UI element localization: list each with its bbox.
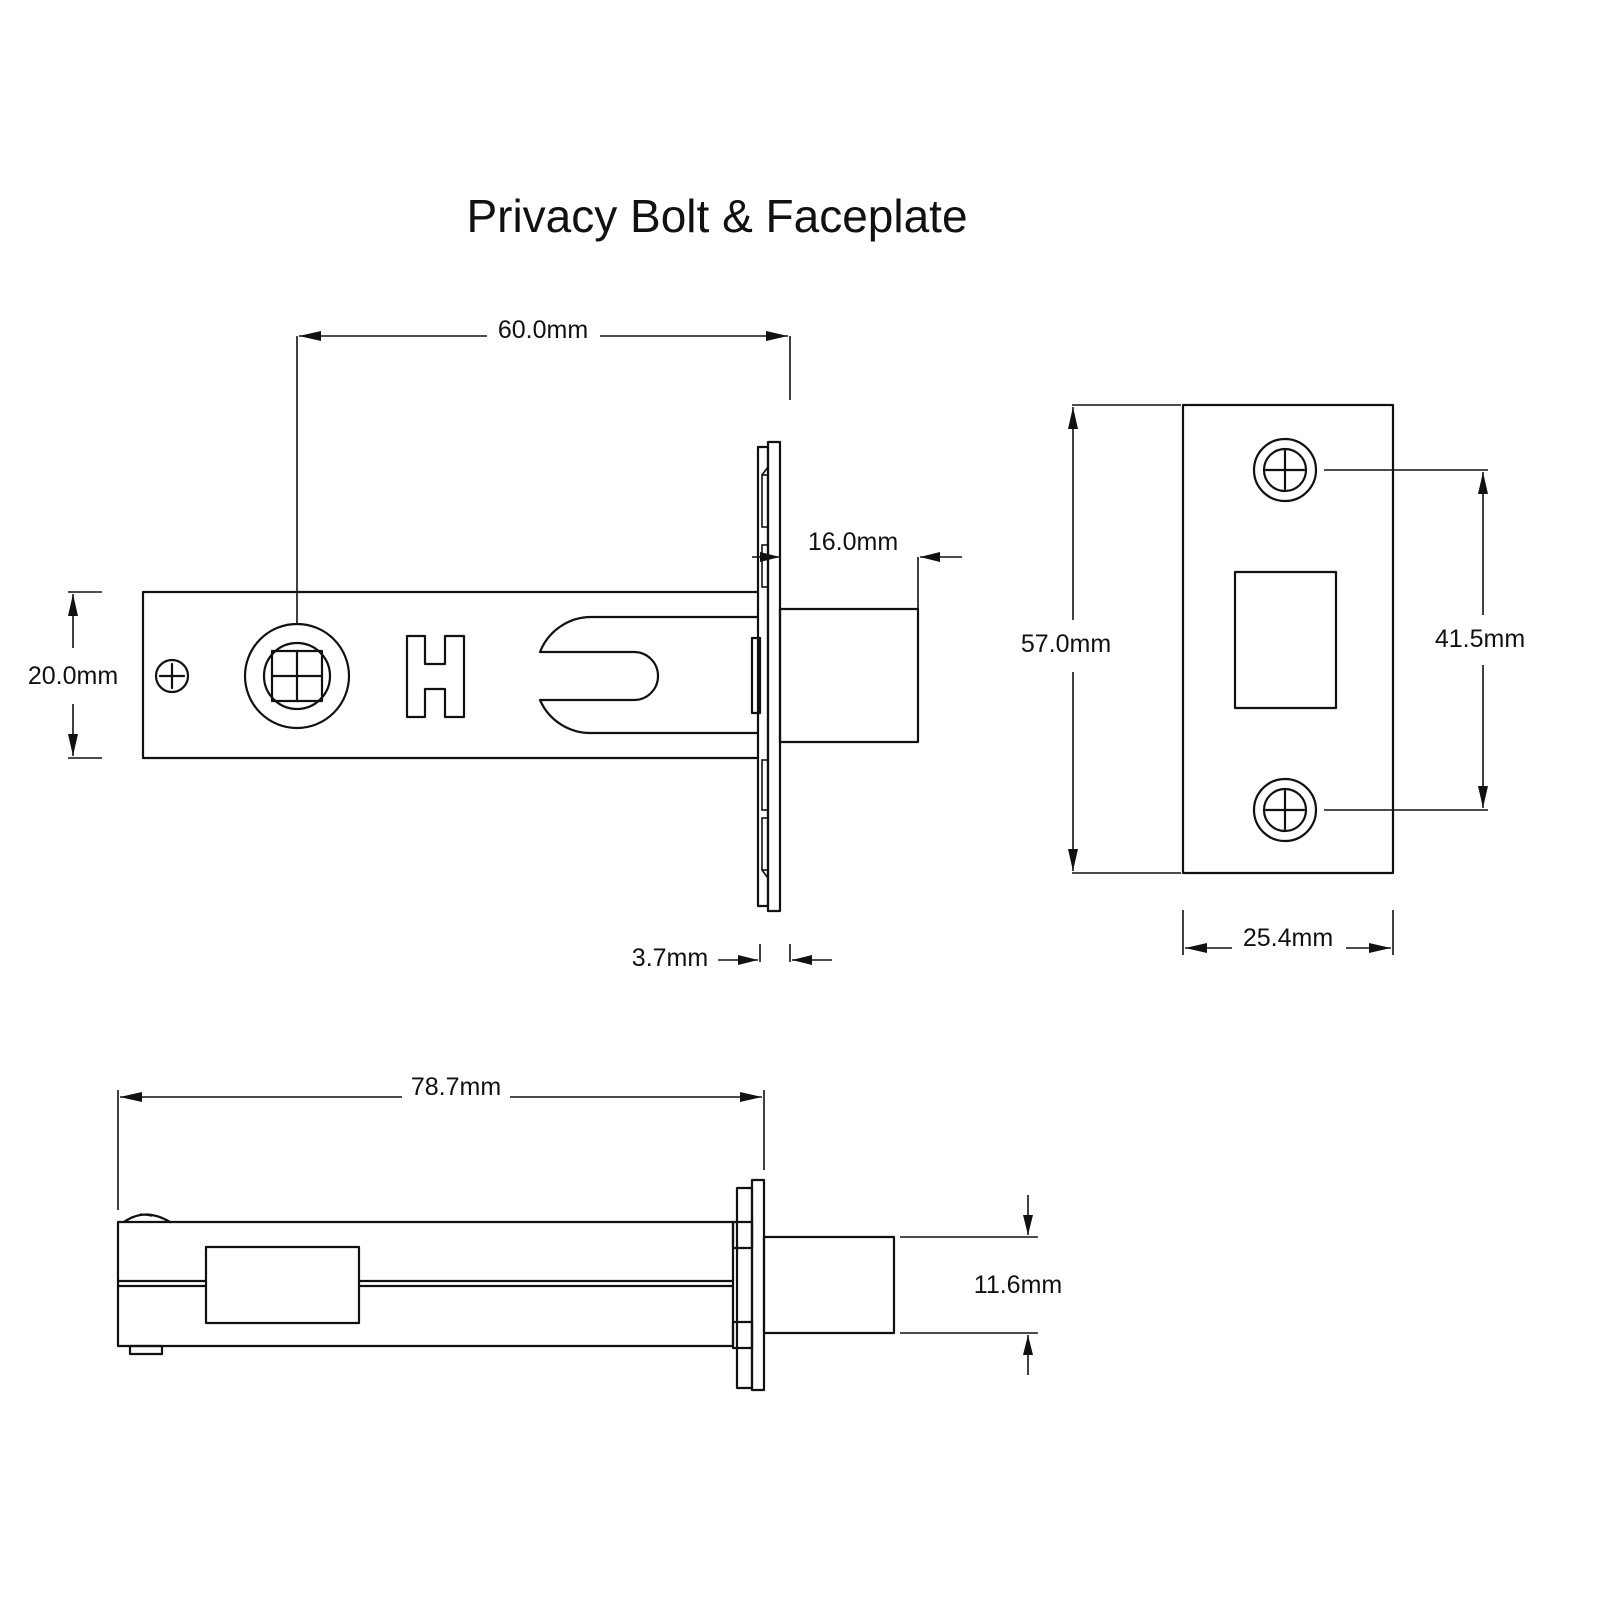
- bolt-throw-dimension: 16.0mm: [752, 528, 962, 609]
- bolt-front-view: [141, 440, 920, 913]
- h-slot: [405, 634, 466, 719]
- screw-centres-label: 41.5mm: [1435, 625, 1525, 653]
- faceplate-height-dimension: 57.0mm: [1021, 404, 1181, 874]
- side-forend-clips: [731, 1186, 754, 1390]
- faceplate-view: [1181, 403, 1395, 875]
- backset-label: 60.0mm: [498, 316, 588, 344]
- bolt-side-view: [116, 1178, 896, 1392]
- top-screw-icon: [1252, 437, 1318, 503]
- bolt-throw-label: 16.0mm: [808, 528, 898, 556]
- case-height-dimension: 20.0mm: [28, 591, 118, 759]
- screw-centres-dimension: 41.5mm: [1324, 469, 1525, 811]
- case-screw-icon: [154, 658, 190, 694]
- faceplate-height-label: 57.0mm: [1021, 630, 1111, 658]
- faceplate-edge: [766, 440, 782, 913]
- spindle-follower-icon: [243, 622, 351, 730]
- bottom-screw-icon: [1252, 777, 1318, 843]
- bolt-aperture: [1233, 570, 1338, 710]
- bolt-head: [778, 607, 920, 744]
- case-height-label: 20.0mm: [28, 662, 118, 690]
- drawing-title: Privacy Bolt & Faceplate: [466, 190, 967, 242]
- side-forend-plate: [750, 1178, 766, 1392]
- bolt-tail-slot: [538, 615, 760, 735]
- faceplate-width-dimension: 25.4mm: [1182, 910, 1394, 955]
- overall-length-dimension: 78.7mm: [117, 1073, 765, 1210]
- overall-length-label: 78.7mm: [411, 1073, 501, 1101]
- faceplate-outline: [1181, 403, 1395, 875]
- side-bolt: [762, 1235, 896, 1335]
- forend-clips: [761, 466, 769, 879]
- side-slider-block: [204, 1245, 361, 1325]
- bolt-thickness-label: 11.6mm: [974, 1271, 1062, 1299]
- side-body: [116, 1220, 735, 1348]
- forend-thickness-dimension: 3.7mm: [632, 944, 832, 972]
- faceplate-width-label: 25.4mm: [1243, 924, 1333, 952]
- bolt-stop: [750, 636, 762, 715]
- bolt-thickness-dimension: 11.6mm: [900, 1195, 1062, 1375]
- side-screw-tip: [128, 1344, 164, 1356]
- forend-thickness-label: 3.7mm: [632, 944, 708, 972]
- backset-dimension: 60.0mm: [296, 316, 791, 624]
- bolt-case: [141, 590, 760, 760]
